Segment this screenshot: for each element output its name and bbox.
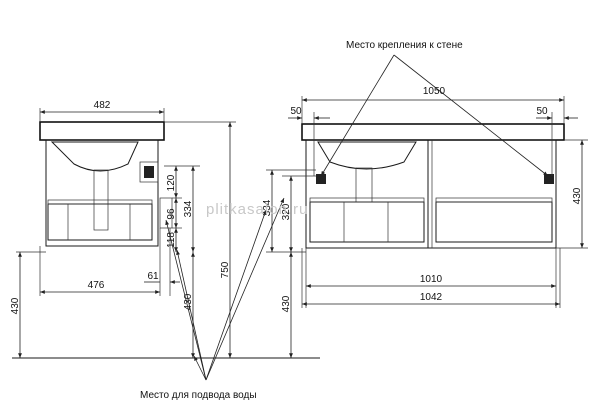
water-leader: [205, 197, 285, 381]
wall-mount-leader-left: [320, 54, 395, 177]
dim-430-right: 430: [572, 187, 583, 204]
side-wall-bracket: [144, 166, 154, 178]
dim-476: 476: [88, 280, 105, 291]
side-cabinet-body: [45, 139, 159, 247]
side-basin-bowl: [50, 141, 139, 172]
watermark: plitkasalon.ru: [206, 201, 308, 218]
dim-482: 482: [94, 100, 111, 111]
front-countertop: [301, 123, 565, 141]
dim-1042: 1042: [420, 292, 443, 303]
wall-mount-label: Место крепления к стене: [346, 40, 463, 51]
wall-mount-callout: Место крепления к стене: [320, 40, 549, 177]
dim-334-front: 334: [262, 199, 273, 216]
dim-750: 750: [220, 261, 231, 278]
side-bracket-frame: [139, 161, 159, 183]
water-leader: [193, 355, 207, 381]
front-basin: [317, 141, 417, 170]
side-view: 482 476 61 120 96 118 334 750 430: [10, 100, 236, 358]
front-drawer-left: [309, 201, 425, 243]
front-cabinet-body: [305, 139, 557, 249]
front-drawer-right-top: [435, 197, 553, 203]
dim-50-right: 50: [536, 106, 548, 117]
dim-1010: 1010: [420, 274, 443, 285]
dim-334-side: 334: [183, 200, 194, 217]
dim-96: 96: [166, 208, 177, 220]
water-leader: [205, 209, 267, 381]
side-countertop: [39, 121, 165, 141]
front-drawer-left-top: [309, 197, 425, 203]
water-supply-callout: Место для подвода воды: [140, 197, 285, 401]
wall-mount-leader-right: [393, 54, 549, 177]
water-leader: [176, 249, 207, 381]
front-siphon: [355, 167, 373, 203]
water-leader: [165, 219, 207, 381]
side-drawer: [47, 203, 153, 241]
dim-430-front-floor: 430: [281, 295, 292, 312]
dim-61: 61: [147, 271, 159, 282]
dim-1050: 1050: [423, 86, 446, 97]
front-drawer-right: [435, 201, 553, 243]
side-drawer-top: [47, 199, 153, 205]
water-supply-label: Место для подвода воды: [140, 390, 257, 401]
dim-120: 120: [166, 174, 177, 191]
front-bracket-right: [544, 174, 554, 184]
front-view: 1050 50 50 430 334 320 430 1010: [262, 86, 588, 358]
dim-320: 320: [281, 203, 292, 220]
dim-118: 118: [166, 232, 177, 248]
dim-50-left: 50: [290, 106, 302, 117]
dim-430-floor: 430: [10, 297, 21, 314]
front-bracket-left: [316, 174, 326, 184]
side-pipe-outlet: [159, 197, 173, 229]
